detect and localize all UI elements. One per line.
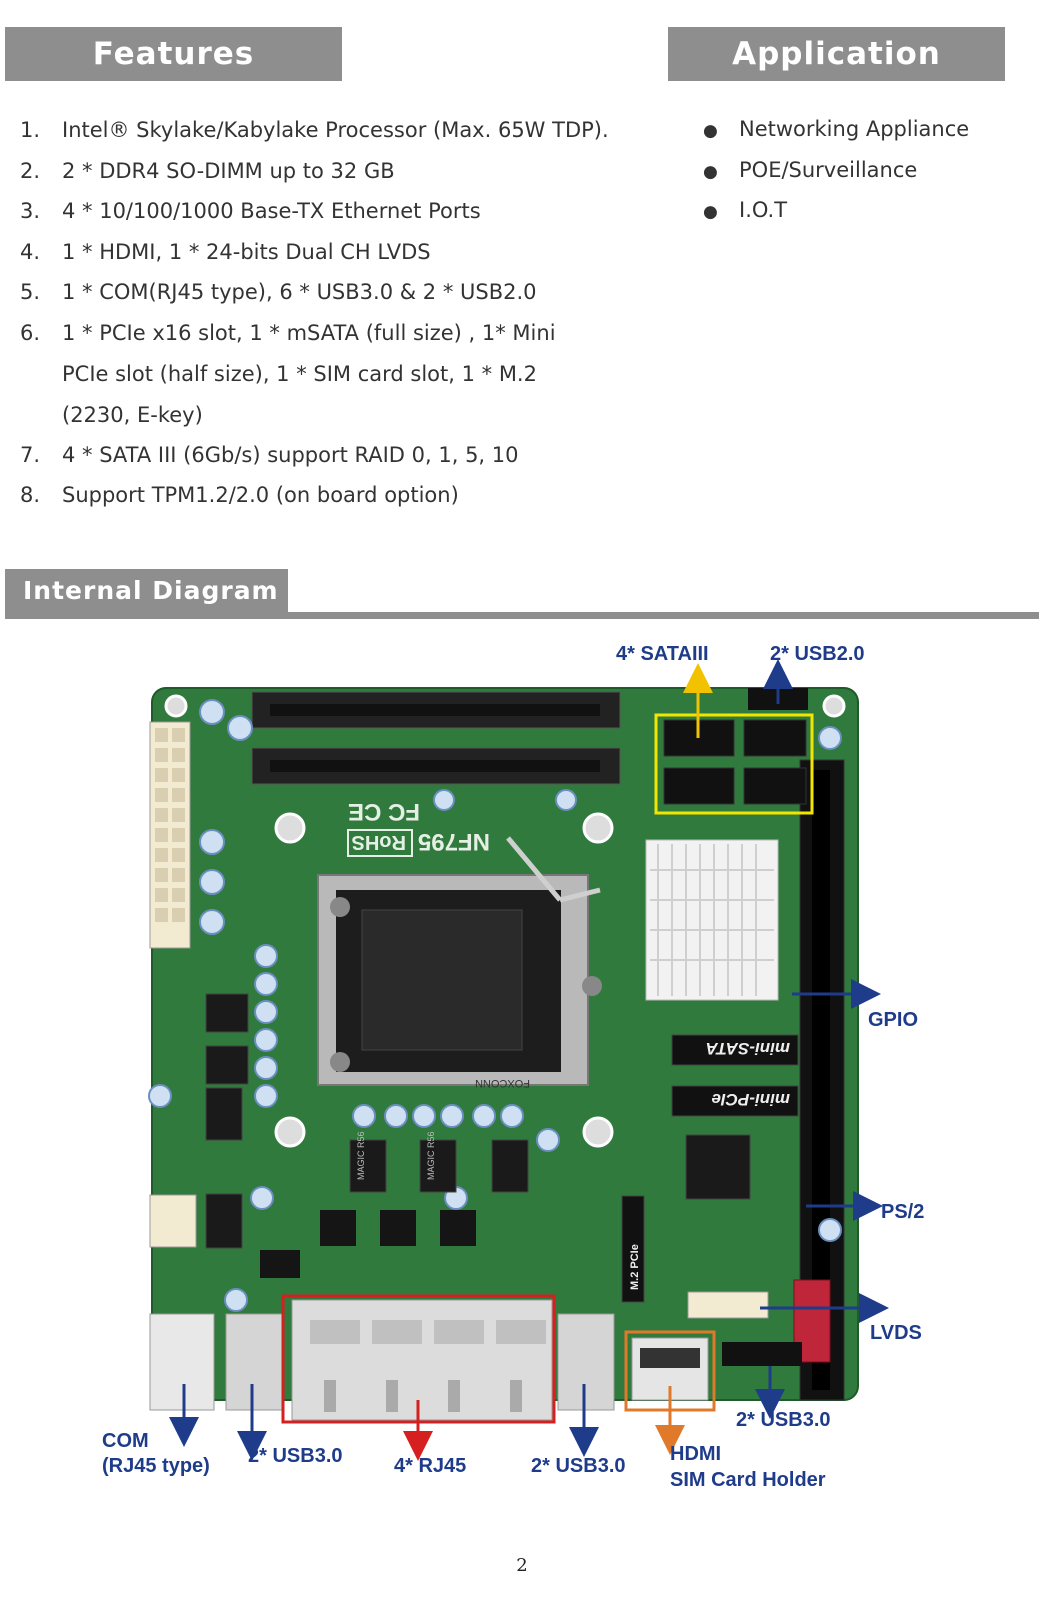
feature-text-line: 1 * PCIe x16 slot, 1 * mSATA (full size)… [62,321,556,345]
application-item: ● I.O.T [703,190,787,233]
capacitor-group [148,699,842,1312]
features-header: Features [5,27,342,81]
application-text: I.O.T [739,198,788,222]
rohs-mark: RoHS [352,831,406,853]
usb30-right-label: 2* USB3.0 [736,1409,831,1431]
feature-text: 4 * SATA III (6Gb/s) support RAID 0, 1, … [62,443,519,467]
hdmi-label: HDMI [670,1443,721,1465]
usb30-header [722,1342,802,1366]
com-sub-label: (RJ45 type) [102,1455,210,1477]
chipset-heatsink [645,839,779,1001]
feature-item: 4. 1 * HDMI, 1 * 24-bits Dual CH LVDS [20,232,660,273]
usb30-middle-label: 2* USB3.0 [531,1455,626,1477]
sim-card-holder-label: SIM Card Holder [670,1469,826,1491]
choke-group [205,993,529,1249]
mounting-hole [164,694,188,718]
features-title: Features [92,36,255,72]
sata-ports [663,719,807,805]
feature-item: 1. Intel® Skylake/Kabylake Processor (Max… [20,110,660,151]
usb20-label: 2* USB2.0 [770,643,865,665]
feature-text: 1 * HDMI, 1 * 24-bits Dual CH LVDS [62,240,431,264]
usb30-port-middle [557,1313,615,1411]
msata-label: mini-SATA [706,1039,790,1058]
dimm-slot-2 [251,747,621,785]
feature-number: 6. [20,321,41,345]
bullet-icon: ● [703,162,718,182]
dimm-slot-1 [251,691,621,729]
mini-pcie-label: mini-PCIe [712,1090,790,1109]
mini-pcie-slot: mini-PCIe [671,1085,799,1117]
application-item: ● POE/Surveillance [703,150,917,193]
choke-marking: MAGIC R56 [426,1131,436,1180]
cpu-power-connector [149,1194,197,1248]
motherboard-diagram: FC CE RoHS NF795 FOXCONN mini-SATA [102,643,924,1491]
feature-item: 3. 4 * 10/100/1000 Base-TX Ethernet Ports [20,191,660,232]
usb30-port-left [225,1313,283,1411]
feature-number: 4. [20,240,41,264]
page-number: 2 [516,1555,528,1576]
usb30-left-label: 2* USB3.0 [248,1445,343,1467]
header-rule [5,612,1039,619]
backlight-connector [687,1291,769,1319]
quad-rj45-block [291,1299,553,1421]
feature-item: 8. Support TPM1.2/2.0 (on board option) [20,475,660,516]
gpio-label: GPIO [868,1009,918,1031]
mounting-hole [274,812,306,844]
mounting-hole [582,1116,614,1148]
internal-diagram-title: Internal Diagram [23,576,279,605]
feature-text-line: PCIe slot (half size), 1 * SIM card slot… [62,362,537,386]
application-item: ● Networking Appliance [703,109,969,152]
feature-number: 1. [20,118,41,142]
feature-number: 5. [20,280,41,304]
feature-text: 4 * 10/100/1000 Base-TX Ethernet Ports [62,199,481,223]
lvds-label: LVDS [870,1322,922,1344]
cpu-socket [317,836,602,1086]
feature-number: 3. [20,199,41,223]
feature-number: 7. [20,443,41,467]
feature-item: 6. 1 * PCIe x16 slot, 1 * mSATA (full siz… [20,313,660,436]
feature-item: 5. 1 * COM(RJ45 type), 6 * USB3.0 & 2 * U… [20,272,660,313]
ps2-label: PS/2 [881,1201,924,1223]
feature-item: 7. 4 * SATA III (6Gb/s) support RAID 0, 1… [20,435,660,476]
internal-diagram-header: Internal Diagram [5,569,1039,619]
rj45-label: 4* RJ45 [394,1455,466,1477]
application-text: POE/Surveillance [739,158,918,182]
socket-brand: FOXCONN [475,1077,530,1089]
application-title: Application [732,36,941,72]
feature-text-line: (2230, E-key) [62,403,203,427]
sata-label: 4* SATAIII [616,643,709,665]
sata-highlight-box [654,713,814,815]
feature-number: 2. [20,159,41,183]
m2-slot [621,1195,645,1303]
m2-label: M.2 PCIe [629,1244,641,1290]
rohs-box [347,829,413,857]
feature-text: Intel® Skylake/Kabylake Processor (Max. … [62,118,609,142]
fcc-ce-mark: FC CE [348,798,420,825]
super-io-chip [685,1134,751,1200]
feature-item: 2. 2 * DDR4 SO-DIMM up to 32 GB [20,151,660,192]
internal-diagram-title-box: Internal Diagram [5,569,288,612]
msata-slot: mini-SATA [671,1034,799,1066]
com-label: COM [102,1430,149,1452]
application-header: Application [668,27,1005,81]
feature-text: 2 * DDR4 SO-DIMM up to 32 GB [62,159,395,183]
mounting-hole [822,694,846,718]
feature-text: Support TPM1.2/2.0 (on board option) [62,483,459,507]
board-model-name: NF795 [418,828,490,855]
feature-number: 8. [20,483,41,507]
application-text: Networking Appliance [739,117,970,141]
mounting-hole [274,1116,306,1148]
bullet-icon: ● [703,121,718,141]
bullet-icon: ● [703,202,718,222]
com-rj45-port [149,1313,215,1411]
choke-marking: MAGIC R56 [356,1131,366,1180]
feature-text: 1 * COM(RJ45 type), 6 * USB3.0 & 2 * USB… [62,280,537,304]
mounting-hole [582,812,614,844]
